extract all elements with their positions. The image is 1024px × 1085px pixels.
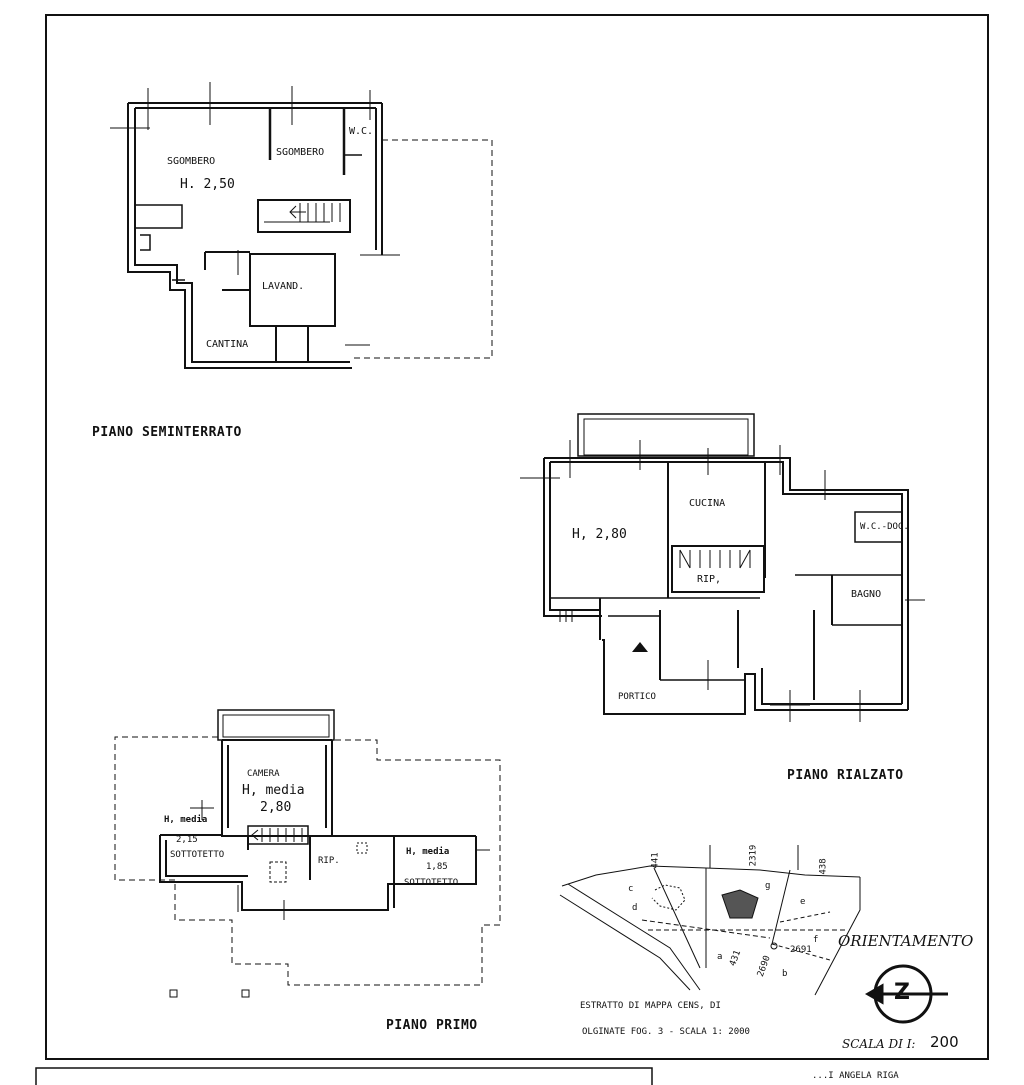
room-camera: CAMERA bbox=[247, 769, 280, 779]
map-caption-line-1: ESTRATTO DI MAPPA CENS, DI bbox=[580, 1001, 721, 1011]
room-sgombero-1: SGOMBERO bbox=[167, 156, 216, 167]
stairs-seminterrato bbox=[289, 203, 341, 222]
parcel-letter-e: e bbox=[800, 897, 806, 907]
parcel-letter-b: b bbox=[782, 969, 788, 979]
stairs-rialzato bbox=[679, 549, 751, 569]
parcel-letter-a: a bbox=[717, 952, 723, 962]
room-sottotetto-right: SOTTOTETTO bbox=[404, 878, 459, 888]
sheet-border bbox=[45, 14, 989, 1060]
room-cucina: CUCINA bbox=[689, 498, 726, 509]
height-seminterrato: H. 2,50 bbox=[180, 177, 235, 192]
compass-letter: Z bbox=[894, 980, 910, 1005]
compass-rose bbox=[864, 964, 948, 1024]
external-area-seminterrato bbox=[352, 139, 493, 359]
parcel-2691: 2691 bbox=[790, 945, 812, 955]
room-cantina: CANTINA bbox=[206, 339, 249, 350]
sottotetto-left-h-media: H, media bbox=[164, 815, 208, 825]
title-piano-primo: PIANO PRIMO bbox=[386, 1018, 478, 1033]
footer-box bbox=[35, 1067, 653, 1085]
scale-label: SCALA DI I: bbox=[842, 1037, 916, 1051]
footer-right-text: ...I ANGELA RIGA bbox=[812, 1071, 899, 1081]
external-area-primo bbox=[114, 736, 501, 986]
camera-h-media: H, media bbox=[242, 783, 305, 798]
parcel-438: 438 bbox=[818, 858, 829, 875]
parcel-letter-g: g bbox=[765, 881, 771, 891]
room-portico: PORTICO bbox=[618, 692, 656, 702]
sottotetto-right-height-value: 1,85 bbox=[426, 862, 448, 872]
parcel-letter-c: c bbox=[628, 884, 634, 894]
camera-height-value: 2,80 bbox=[260, 800, 292, 815]
cadastral-map bbox=[559, 845, 861, 996]
room-wc-doccia: W.C.-DOC. bbox=[860, 522, 909, 532]
room-wc-seminterrato: W.C. bbox=[349, 126, 374, 137]
scale-value: 200 bbox=[930, 1033, 959, 1051]
plan-primo bbox=[159, 709, 477, 911]
parcel-letter-d: d bbox=[632, 903, 638, 913]
sottotetto-right-h-media: H, media bbox=[406, 847, 450, 857]
room-lavanderia: LAVAND. bbox=[262, 281, 305, 292]
room-sgombero-2: SGOMBERO bbox=[276, 147, 325, 158]
map-caption-line-2: OLGINATE FOG. 3 - SCALA 1: 2000 bbox=[582, 1027, 750, 1037]
room-sottotetto-left: SOTTOTETTO bbox=[170, 850, 225, 860]
parcel-letter-f: f bbox=[813, 935, 819, 945]
plan-rialzato bbox=[543, 413, 909, 715]
building-hatch bbox=[721, 889, 759, 919]
parcel-2319: 2319 bbox=[748, 844, 759, 867]
orientamento-label: ORIENTAMENTO bbox=[838, 932, 974, 950]
title-piano-rialzato: PIANO RIALZATO bbox=[787, 768, 904, 783]
entrance-arrow bbox=[632, 642, 648, 652]
room-ripostiglio-primo: RIP. bbox=[318, 856, 340, 866]
stairs-primo bbox=[251, 828, 303, 842]
parcel-441: 441 bbox=[650, 852, 661, 869]
room-ripostiglio-rialzato: RIP, bbox=[697, 574, 722, 585]
title-piano-seminterrato: PIANO SEMINTERRATO bbox=[92, 425, 242, 440]
plan-seminterrato bbox=[127, 102, 383, 369]
room-bagno: BAGNO bbox=[851, 589, 882, 600]
height-rialzato: H, 2,80 bbox=[572, 527, 627, 542]
sottotetto-left-height-value: 2,15 bbox=[176, 835, 198, 845]
